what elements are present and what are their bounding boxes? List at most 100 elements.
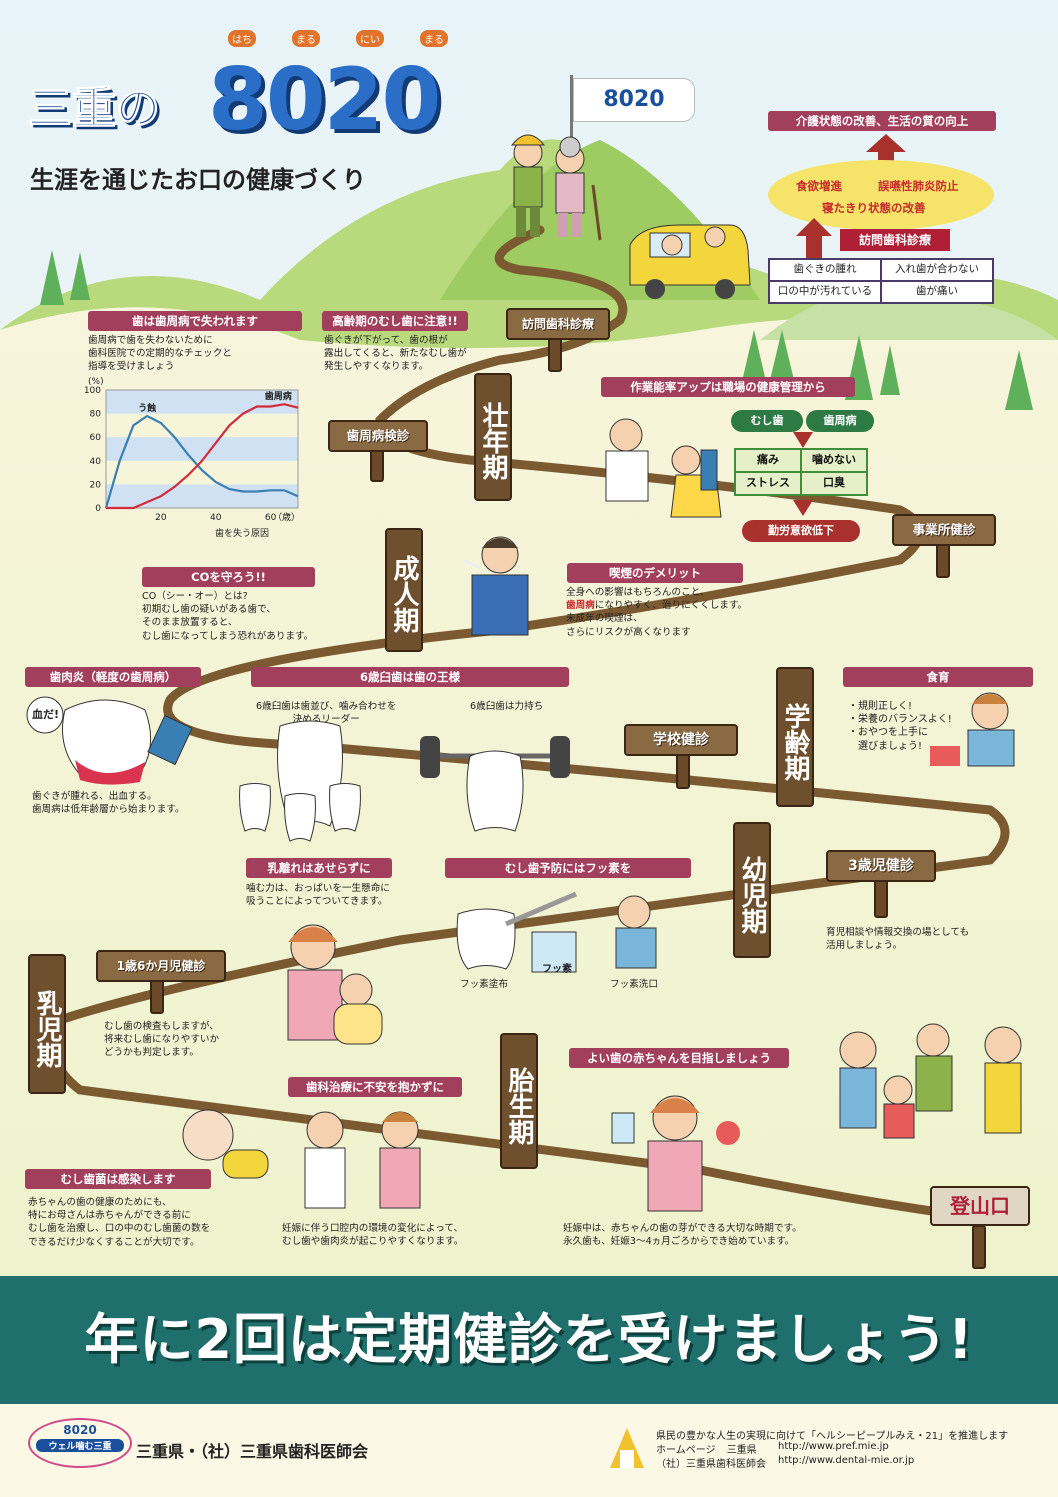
down-arrow-icon <box>793 432 813 448</box>
smoking-text: 全身への影響はもちろんのこと、 歯周病になりやすく、治りにくくします。 未成年の… <box>566 586 747 639</box>
smoking-line-3: 未成年の喫煙は、 <box>566 613 643 625</box>
gingivitis-title: 歯肉炎（軽度の歯周病） <box>25 667 201 687</box>
chart-y-tick: 0 <box>95 504 101 514</box>
eighteen-month-text: むし歯の検査もしますが、 将来むし歯になりやすいか どうかも判定します。 <box>104 1021 220 1059</box>
fluoride-jar-label: フッ素 <box>542 964 572 975</box>
sign-visit: 訪問歯科診療 <box>506 308 610 340</box>
work-grid-cell: 痛み <box>736 450 800 471</box>
chart-series-line <box>106 403 299 510</box>
three-year-text: 育児相談や情報交換の場としても 活用しましょう。 <box>826 927 970 952</box>
fluoride-label-1: フッ素塗布 <box>460 979 508 990</box>
sign-three-year: 3歳児健診 <box>826 850 936 882</box>
title-ruby: はち まる にい まる <box>228 30 448 47</box>
shokuiku-text: ・規則正しく! ・栄養のバランスよく! ・おやつを上手に 選びましょう! <box>848 701 952 752</box>
problem-cell: 歯ぐきの腫れ <box>770 260 880 280</box>
subtitle: 生涯を通じたお口の健康づくり <box>30 166 366 194</box>
footer-hp-2-url[interactable]: http://www.dental-mie.or.jp <box>778 1455 915 1466</box>
crawling-baby-illustration <box>182 1109 269 1179</box>
footer <box>0 1404 1058 1497</box>
anxiety-title: 歯科治療に不安を抱かずに <box>288 1077 462 1097</box>
smoking-line-2: 歯周病になりやすく、治りにくくします。 <box>566 599 747 612</box>
footer-hp-1-name: 三重県 <box>726 1445 757 1456</box>
sign-start: 登山口 <box>930 1186 1030 1226</box>
chart-x-tick: 40 <box>210 513 222 523</box>
chart-series-label: 歯周病 <box>265 390 292 402</box>
smoking-line-2-rest: になりやすく、治りにくくします。 <box>594 600 748 612</box>
sign-stage-adult: 成人期 <box>385 528 423 652</box>
sign-work: 事業所健診 <box>892 514 996 546</box>
summit-flag: 8020 <box>573 78 695 122</box>
family-illustration <box>839 1023 1022 1139</box>
chart-x-tick: 60 <box>265 513 277 523</box>
gingivitis-bubble: 血だ! <box>32 708 60 721</box>
chart-series-label: う蝕 <box>138 402 156 414</box>
molar-title: 6歳臼歯は歯の王様 <box>251 667 569 687</box>
visit-label: 訪問歯科診療 <box>840 229 950 251</box>
chart-band <box>106 437 298 461</box>
sign-stage-toddler: 幼児期 <box>733 822 771 958</box>
weaning-text: 噛む力は、おっぱいを一生懸命に 吸うことによってついてきます。 <box>246 883 390 908</box>
work-pill-perio: 歯周病 <box>806 410 874 432</box>
chart-y-tick: 60 <box>90 433 102 443</box>
infection-text: 赤ちゃんの歯の健康のためにも、 特にお母さんは赤ちゃんができる前に むし歯を治療… <box>28 1197 211 1248</box>
mother-food-illustration <box>611 1095 740 1212</box>
molar-text-1: 6歳臼歯は歯並び、噛み合わせを 決めるリーダー <box>256 701 397 726</box>
chart-x-unit: （歳） <box>273 511 300 523</box>
sign-stage-fetal: 胎生期 <box>500 1033 538 1169</box>
summit-banner: 介護状態の改善、生活の質の向上 <box>768 111 996 131</box>
footer-hp-1-url[interactable]: http://www.pref.mie.jp <box>778 1441 889 1452</box>
benefit-3: 寝たきり状態の改善 <box>822 201 926 215</box>
molar-teeth-illustration <box>239 720 570 842</box>
co-title: COを守ろう!! <box>142 567 315 587</box>
benefit-1: 食欲増進 <box>796 179 842 193</box>
shokuiku-title: 食育 <box>843 667 1033 687</box>
elderly-hikers-illustration <box>510 134 602 241</box>
healthy-baby-title: よい歯の赤ちゃんを目指しましょう <box>569 1048 789 1068</box>
up-arrow-icon-2 <box>796 218 832 258</box>
up-arrow-icon <box>866 134 906 168</box>
healthy-baby-text: 妊娠中は、赤ちゃんの歯の芽ができる大切な時期です。 永久歯も、妊娠3〜4ヵ月ごろ… <box>563 1223 802 1248</box>
chart-x-tick: 20 <box>155 513 167 523</box>
anxiety-text: 妊娠に伴う口腔内の環境の変化によって、 むし歯や歯肉炎が起こりやすくなります。 <box>282 1223 464 1248</box>
work-grid-cell: ストレス <box>736 473 800 494</box>
fluoride-title: むし歯予防にはフッ素を <box>445 858 691 878</box>
footer-hp-row-1: ホームページ 三重県 http://www.pref.mie.jp <box>656 1441 889 1456</box>
sign-school: 学校健診 <box>624 724 738 756</box>
chart-y-tick: 80 <box>90 410 102 420</box>
smoking-line-4: さらにリスクが高くなります <box>566 626 691 638</box>
smoking-highlight: 歯周病 <box>566 600 595 612</box>
work-pill-caries: むし歯 <box>731 410 803 432</box>
ruby-2: まる <box>292 30 320 47</box>
fluoride-label-2: フッ素洗口 <box>610 979 658 990</box>
chart-y-tick: 40 <box>90 457 102 467</box>
chart-y-unit: (%) <box>88 377 104 387</box>
footer-hp-label: ホームページ <box>656 1445 716 1456</box>
down-arrow-icon <box>793 500 813 516</box>
ruby-1: はち <box>228 30 256 47</box>
work-grid-cell: 噛めない <box>802 450 866 471</box>
problem-cell: 口の中が汚れている <box>770 282 880 302</box>
health-logo-icon <box>610 1428 644 1468</box>
perio-loss-title: 歯は歯周病で失われます <box>88 311 302 331</box>
chart-x-label: 歯を失う原因 <box>215 527 269 539</box>
sign-stage-school: 学齢期 <box>776 667 814 807</box>
benefit-2: 誤嚥性肺炎防止 <box>878 179 959 193</box>
footer-org: 三重県・（社）三重県歯科医師会 <box>136 1442 369 1461</box>
sign-perio: 歯周病検診 <box>328 420 428 452</box>
chart-band <box>106 484 298 508</box>
chart-series-line <box>104 414 299 509</box>
work-grid-cell: 口臭 <box>802 473 866 494</box>
perio-loss-text: 歯周病で歯を失わないために 歯科医院での定期的なチェックと 指導を受けましょう <box>88 335 232 373</box>
molar-text-2: 6歳臼歯は力持ち <box>470 701 544 712</box>
crying-tooth-illustration <box>26 696 193 785</box>
pregnant-woman-dentist-illustration <box>304 1111 421 1209</box>
weaning-title: 乳離れはあせらずに <box>246 858 392 878</box>
gingivitis-text: 歯ぐきが腫れる、出血する。 歯周病は低年齢層から始まります。 <box>32 791 185 816</box>
title-number: 8020 <box>208 50 441 150</box>
chart-band <box>106 390 298 414</box>
visiting-dentist-car <box>629 224 751 299</box>
smoking-man-illustration <box>463 536 529 636</box>
sign-stage-prime: 壮年期 <box>474 373 512 501</box>
sign-stage-infant: 乳児期 <box>28 954 66 1094</box>
